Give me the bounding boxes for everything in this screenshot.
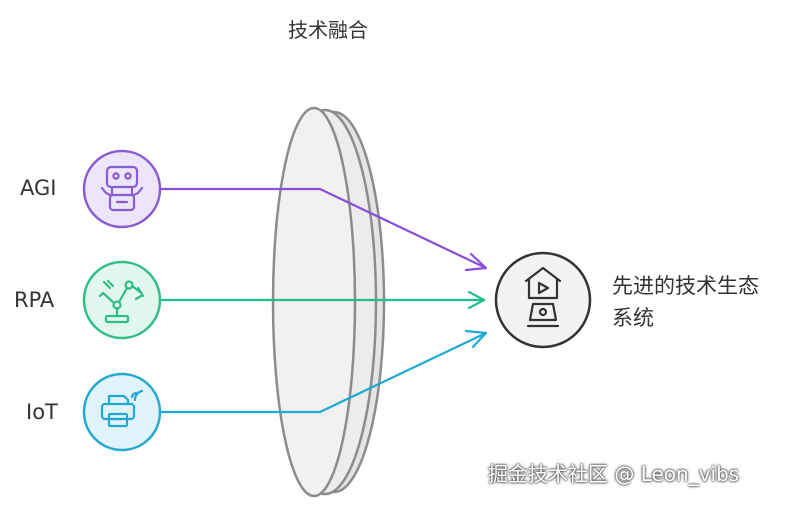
rpa-circle xyxy=(82,260,162,340)
arrow-iot xyxy=(158,331,488,414)
output-label-line1: 先进的技术生态 xyxy=(612,274,759,298)
iot-label: IoT xyxy=(26,400,58,424)
arrow-agi-head xyxy=(464,252,488,272)
rpa-node xyxy=(82,260,162,340)
rpa-label: RPA xyxy=(14,288,55,312)
lens xyxy=(271,106,386,498)
iot-node xyxy=(82,372,162,452)
wireless-printer-icon xyxy=(100,389,144,428)
agi-circle xyxy=(82,149,162,229)
smart-home-media-icon xyxy=(524,266,562,328)
output-circle xyxy=(494,251,592,349)
output-node xyxy=(494,251,592,349)
diagram-title: 技术融合 xyxy=(288,18,368,42)
output-label: 先进的技术生态 系统 xyxy=(612,270,759,334)
arrow-rpa-head xyxy=(467,290,486,310)
iot-circle xyxy=(82,372,162,452)
robot-icon xyxy=(100,165,144,212)
arrow-agi xyxy=(158,187,488,270)
arrows xyxy=(158,187,488,414)
agi-label: AGI xyxy=(20,176,57,200)
output-label-line2: 系统 xyxy=(612,306,654,330)
agi-node xyxy=(82,149,162,229)
watermark: 掘金技术社区 @ Leon_vibs xyxy=(488,462,740,486)
lens-front xyxy=(271,106,357,498)
arrow-iot-head xyxy=(464,329,488,349)
robot-arm-icon xyxy=(98,279,145,324)
